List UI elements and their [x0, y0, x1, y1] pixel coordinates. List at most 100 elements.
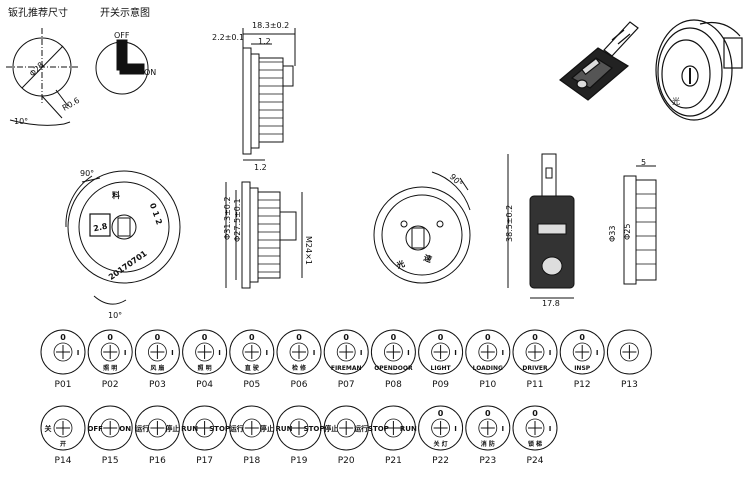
panel-id-label: P20: [338, 456, 355, 466]
panel-key-hole: [431, 342, 451, 362]
panel-right-label: I: [77, 349, 80, 357]
panel-bottom-label: 锁 梯: [528, 440, 542, 448]
panel-key-hole: [100, 418, 120, 438]
panel-right-label: I: [360, 349, 363, 357]
panel-key-hole: [336, 342, 356, 362]
side-view-top: [242, 28, 296, 161]
panel-p01: 0I P01: [40, 329, 86, 390]
front-left-face-text-1: 2.8: [93, 221, 109, 233]
panel-id-label: P17: [196, 456, 213, 466]
cyl-diam2-dim: Φ25: [623, 224, 632, 240]
panel-key-hole: [100, 342, 120, 362]
front-left-face-text-3: 0 1 2: [148, 202, 164, 226]
panel-bottom-label: 照 明: [103, 364, 117, 372]
panel-id-label: P06: [291, 380, 308, 390]
front-left-bottom-angle-dim: 10°: [108, 311, 122, 320]
front-right-angle-dim: 90°: [448, 172, 464, 188]
panel-bottom-label: 检 修: [292, 364, 307, 372]
panel-key-hole: [525, 342, 545, 362]
panel-key-hole: [242, 342, 262, 362]
panel-id-label: P14: [55, 456, 72, 466]
panel-left-label: 关: [45, 424, 52, 433]
panel-id-label: P18: [243, 456, 260, 466]
panel-top-label: 0: [579, 333, 585, 342]
panel-bottom-label: 开: [60, 440, 66, 448]
panel-id-label: P05: [243, 380, 260, 390]
panel-key-hole: [147, 342, 167, 362]
switch-on-label: ON: [144, 68, 156, 77]
side-top-left-dim: 2.2±0.1: [212, 33, 244, 42]
panel-id-label: P23: [479, 456, 496, 466]
panel-key-hole: [242, 418, 262, 438]
panel-right-label: RUN: [400, 425, 417, 433]
panel-key-hole: [620, 342, 639, 362]
panel-right-label: I: [171, 349, 174, 357]
panel-key-hole: [525, 418, 545, 438]
panel-right-label: I: [407, 349, 410, 357]
side-top-bottom-dim: 1.2: [254, 163, 267, 172]
panel-key-hole: [53, 342, 73, 362]
panel-right-label: I: [596, 349, 599, 357]
panel-bottom-label: OPENDOOR: [374, 365, 413, 372]
panel-top-label: 0: [202, 333, 208, 342]
panel-right-label: 停止: [165, 424, 179, 433]
cyl-diam1-dim: Φ33: [608, 226, 617, 242]
side-mid-d2-dim: Φ27.5±0.1: [233, 198, 242, 242]
panel-bottom-label: 直 驶: [245, 364, 260, 372]
hole-angle-label: 10°: [14, 117, 28, 126]
panel-key-hole: [336, 418, 356, 438]
panel-bottom-label: FIREMAN: [331, 365, 362, 372]
switch-off-label: OFF: [114, 31, 130, 40]
panel-p07: 0I FIREMAN P07: [323, 329, 369, 390]
panel-id-label: P01: [55, 380, 72, 390]
panel-key-hole: [478, 418, 498, 438]
panel-key-hole: [572, 342, 592, 362]
panel-top-label: 0: [155, 333, 161, 342]
panel-left-label: RUN: [181, 425, 198, 433]
panel-right-label: I: [454, 349, 457, 357]
panel-bottom-label: 照 明: [198, 364, 212, 372]
key-front-view: [507, 153, 575, 299]
panel-right-label: I: [265, 349, 268, 357]
panel-id-label: P19: [291, 456, 308, 466]
panel-top-label: 0: [485, 409, 491, 418]
panel-left-label: RUN: [276, 425, 293, 433]
front-right-face-text-1: 光: [394, 258, 406, 270]
panel-key-hole: [431, 418, 451, 438]
panel-right-label: I: [501, 425, 504, 433]
panel-bottom-label: INSP: [574, 365, 591, 372]
key-isometric: [559, 21, 639, 101]
panel-top-label: 0: [343, 333, 349, 342]
panel-id-label: P07: [338, 380, 355, 390]
panel-key-hole: [383, 342, 403, 362]
switch-schematic: 开关示意图: [95, 6, 150, 95]
panel-right-label: I: [549, 425, 552, 433]
key-height-dim: 38.5±0.2: [505, 205, 514, 242]
panel-right-label: I: [454, 425, 457, 433]
panel-top-label: 0: [296, 333, 302, 342]
panel-id-label: P09: [432, 380, 449, 390]
panel-left-label: 停止: [324, 424, 338, 433]
panel-top-label: 0: [60, 333, 66, 342]
panel-top-label: 0: [391, 333, 397, 342]
hole-title: 钣孔推荐尺寸: [8, 6, 68, 19]
front-left-angle-dim: 90°: [80, 169, 94, 178]
cylinder-side-view: [623, 165, 657, 285]
side-top-width-dim: 18.3±0.2: [252, 21, 289, 30]
panel-bottom-label: DRIVER: [522, 365, 548, 372]
panel-left-label: OFF: [87, 425, 103, 433]
panel-top-label: 0: [107, 333, 113, 342]
